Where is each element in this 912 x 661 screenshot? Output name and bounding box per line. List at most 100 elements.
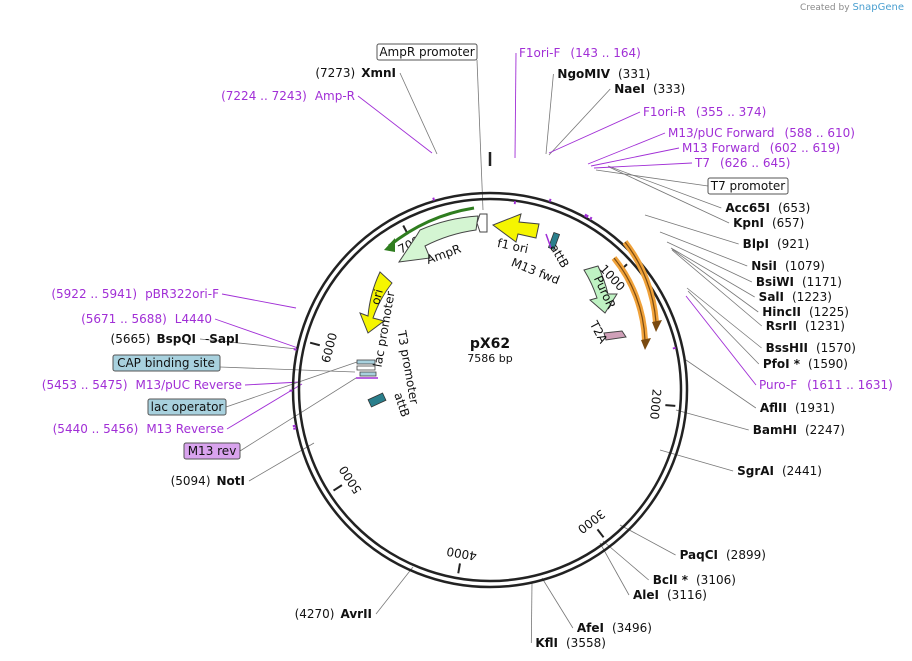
cap-site-mark — [359, 371, 377, 377]
puror-feature-arrow — [583, 265, 618, 314]
enzyme-leader — [399, 72, 438, 155]
enzyme-leader — [671, 249, 763, 327]
tick-mark-2000 — [665, 404, 676, 407]
enzyme-site-21: AvrII(4270) — [295, 607, 372, 621]
leader-lines — [199, 52, 763, 644]
primer-range: (626 .. 645) — [720, 156, 790, 170]
tick-label-2000: 2000 — [647, 388, 664, 420]
primer-range: (602 .. 619) — [770, 141, 840, 155]
enzyme-position: (3496) — [612, 621, 652, 635]
primer-mark-3 — [585, 214, 589, 219]
primer-site-0: F1ori-F(143 .. 164) — [519, 46, 641, 60]
attb-top-box — [547, 231, 561, 251]
enzyme-name: BspQI — [156, 332, 196, 346]
enzyme-leader — [602, 540, 649, 581]
primer-mark-2 — [584, 213, 588, 218]
enzyme-position: (1079) — [785, 259, 825, 273]
enzyme-name: BamHI — [753, 423, 797, 437]
enzyme-leader — [530, 581, 533, 644]
plasmid-size: 7586 bp — [467, 352, 512, 365]
enzyme-leader — [608, 166, 730, 224]
ampr-orf-line — [388, 206, 475, 248]
enzyme-site-0: XmnI(7273) — [315, 66, 396, 80]
box-leader-4 — [239, 377, 357, 452]
enzyme-position: (657) — [772, 216, 804, 230]
enzyme-leader — [248, 442, 315, 482]
enzyme-name: KpnI — [733, 216, 764, 230]
enzyme-position: (4270) — [295, 607, 335, 621]
t2a-feature — [603, 330, 627, 341]
enzyme-site-12: PfoI *(1590) — [763, 357, 848, 371]
enzyme-site-13: AflII(1931) — [760, 401, 835, 415]
enzyme-leader — [675, 409, 749, 431]
enzyme-position: (5094) — [171, 474, 211, 488]
tick-label-5000: 5000 — [336, 463, 364, 496]
primer-leader — [590, 147, 680, 167]
site-labels: XmnI(7273)NgoMIV(331)NaeI(333)Acc65I(653… — [42, 46, 893, 650]
ampr-promoter-arrow — [476, 213, 488, 233]
enzyme-name: SalI — [759, 290, 784, 304]
f1-ori-feature-arrow — [491, 213, 540, 243]
enzyme-name: PfoI * — [763, 357, 801, 371]
enzyme-leader — [687, 290, 760, 365]
primer-leader — [221, 293, 297, 309]
puror-orf-inner-core — [613, 257, 646, 341]
attb-top-label: attB — [547, 242, 572, 271]
enzyme-position: (1931) — [795, 401, 835, 415]
ampr-label: AmpR — [424, 242, 462, 267]
enzyme-name: AleI — [633, 588, 659, 602]
enzyme-leader — [607, 165, 722, 209]
primer-site-4: T7(626 .. 645) — [694, 156, 790, 170]
m13-rev-box: M13 rev — [183, 442, 241, 460]
enzyme-position: (1171) — [802, 275, 842, 289]
enzyme-position: (3116) — [667, 588, 707, 602]
primer-range: (355 .. 374) — [696, 105, 766, 119]
f1-ori-label: f1 ori — [496, 236, 530, 256]
box-leader-2 — [219, 366, 356, 373]
enzyme-site-22: NotI(5094) — [171, 474, 245, 488]
enzyme-leader — [599, 542, 630, 596]
primer-leader — [685, 295, 757, 386]
enzyme-name: XmnI — [361, 66, 396, 80]
enzyme-position: (653) — [778, 201, 810, 215]
enzyme-name: Acc65I — [725, 201, 770, 215]
puror-orf-outer-head — [652, 320, 662, 332]
enzyme-position: (2899) — [726, 548, 766, 562]
enzyme-name: AfeI — [577, 621, 604, 635]
enzyme-name: NgoMIV — [557, 67, 610, 81]
primer-range: (5453 .. 5475) — [42, 378, 128, 392]
primer-leader — [244, 381, 301, 386]
enzyme-site-14: BamHI(2247) — [753, 423, 845, 437]
enzyme-position: (1223) — [792, 290, 832, 304]
ampr-feature-arrow — [397, 215, 479, 263]
cap-site-box: CAP binding site — [112, 354, 221, 372]
enzyme-site-23: BspQI(5665) — [111, 332, 196, 346]
primer-leader — [593, 162, 693, 169]
enzyme-site-4: KpnI (657) — [733, 216, 804, 230]
enzyme-name: RsrII — [766, 319, 797, 333]
primer-name: L4440 — [175, 312, 212, 326]
enzyme-site-3: Acc65I (653) — [725, 201, 810, 215]
primer-name: F1ori-R — [643, 105, 686, 119]
primer-leader — [214, 318, 299, 349]
ori-label: ori — [368, 288, 386, 307]
enzyme-site-2: NaeI(333) — [614, 82, 685, 96]
lac-promoter-mark — [356, 365, 376, 371]
enzyme-position: (1225) — [809, 305, 849, 319]
enzyme-site-5: BlpI(921) — [743, 237, 810, 251]
enzyme-position: (2441) — [782, 464, 822, 478]
enzyme-leader — [375, 566, 414, 615]
primer-leader — [587, 132, 666, 165]
primer-name: M13 Reverse — [146, 422, 224, 436]
enzyme-leader — [659, 231, 748, 267]
ampr-promoter-text: AmpR promoter — [379, 45, 474, 59]
enzyme-site-11: BssHII(1570) — [766, 341, 856, 355]
primer-range: (143 .. 164) — [570, 46, 640, 60]
primer-leader — [357, 95, 433, 154]
primer-site-1: F1ori-R (355 .. 374) — [643, 105, 766, 119]
tick-label-6000: 6000 — [319, 331, 340, 364]
primer-range: (5922 .. 5941) — [51, 287, 137, 301]
cap-site-text: CAP binding site — [117, 356, 215, 370]
credit-prefix: Created by — [800, 3, 850, 13]
primer-range: (588 .. 610) — [785, 126, 855, 140]
